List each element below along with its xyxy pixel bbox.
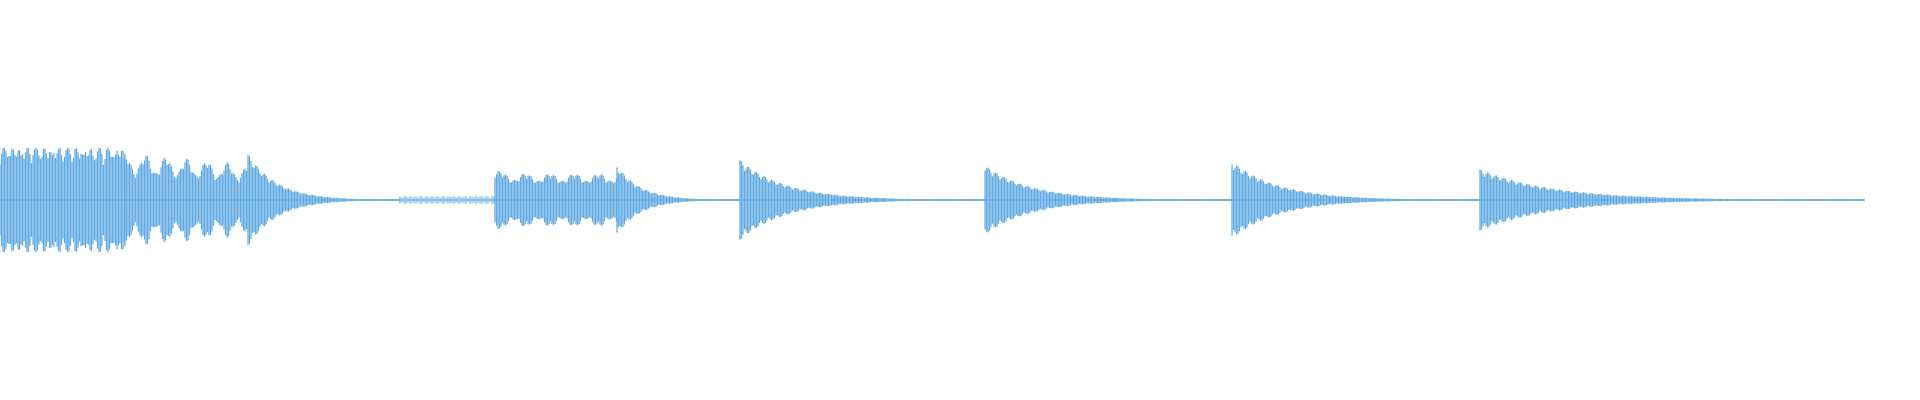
waveform-segment-wobble-note: [124, 153, 249, 247]
waveform-trace: [1231, 164, 1481, 236]
waveform-trace: [0, 147, 126, 253]
waveform-trace: [739, 160, 986, 240]
waveform-trace: [984, 167, 1232, 233]
waveform-segment-pulsing-chord: [0, 147, 126, 253]
waveform-trace: [1479, 169, 1865, 231]
waveform-trace: [124, 153, 249, 247]
waveform-trace: [616, 167, 741, 233]
waveform-segment-decay-note-3: [739, 160, 986, 240]
waveform-segment-sustain-note: [494, 171, 618, 229]
waveform-segment-decay-note-6: [1479, 169, 1865, 231]
waveform-quiet-tail: [399, 196, 495, 204]
waveform-segment-decay-note-4: [984, 167, 1232, 233]
waveform-segment-decay-note-1: [247, 154, 401, 246]
waveform-segment-decay-note-2: [616, 167, 741, 233]
waveform-segment-decay-note-5: [1231, 164, 1481, 236]
waveform-trace: [247, 154, 401, 246]
waveform-trace: [494, 171, 618, 229]
